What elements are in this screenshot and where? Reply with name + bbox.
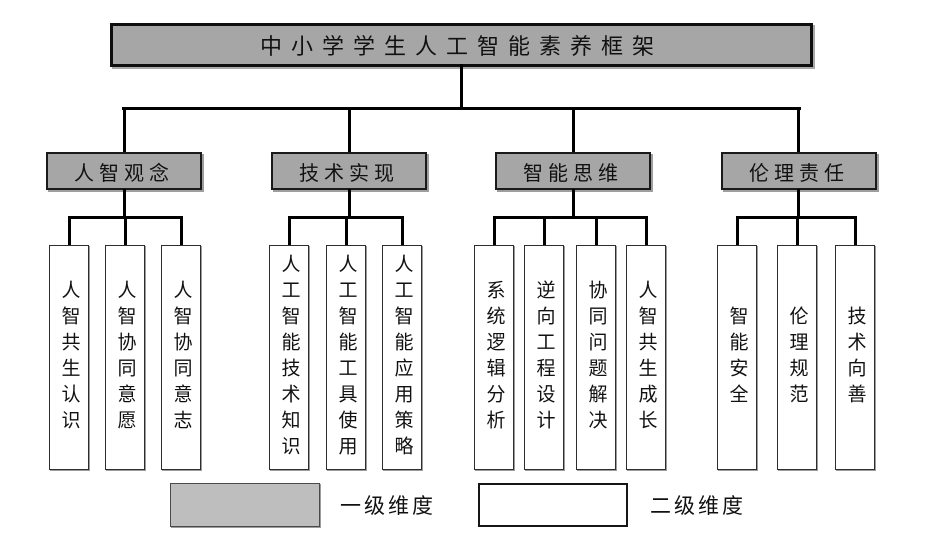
- level1-node-3: 智能思维: [495, 152, 651, 190]
- legend-label-level2: 二级维度: [650, 495, 746, 518]
- connector-group3-child3: [595, 216, 598, 246]
- legend-swatch-level1: [170, 483, 320, 527]
- connector-group1-child2: [124, 216, 127, 246]
- level2-node-3-3: 协同问题解决: [576, 245, 616, 470]
- level2-node-1-2: 人智协同意愿: [105, 245, 145, 470]
- connector-drop-group2: [348, 107, 351, 153]
- root-node-title: 中小学学生人工智能素养框架: [110, 23, 813, 67]
- connector-group3-child2: [543, 216, 546, 246]
- level2-node-2-3: 人工智能应用策略: [382, 245, 422, 470]
- connector-group4-child1: [736, 216, 739, 246]
- level2-node-1-3: 人智协同意志: [161, 245, 201, 470]
- legend-label-level1: 一级维度: [340, 495, 436, 518]
- legend-swatch-level2: [478, 483, 628, 527]
- level2-node-4-1: 智能安全: [717, 245, 757, 470]
- connector-group4-child3: [854, 216, 857, 246]
- connector-drop-group1: [123, 107, 126, 153]
- connector-group1-child1: [68, 216, 71, 246]
- connector-group3-stem: [572, 189, 575, 218]
- level1-node-1: 人智观念: [46, 152, 202, 190]
- connector-group2-child1: [288, 216, 291, 246]
- connector-root-stem: [460, 64, 463, 109]
- level2-node-3-4: 人智共生成长: [626, 245, 666, 470]
- level2-node-2-1: 人工智能技术知识: [269, 245, 309, 470]
- level2-node-3-2: 逆向工程设计: [524, 245, 564, 470]
- connector-drop-group4: [797, 107, 800, 153]
- level2-node-4-2: 伦理规范: [777, 245, 817, 470]
- level2-node-2-2: 人工智能工具使用: [326, 245, 366, 470]
- level2-node-3-1: 系统逻辑分析: [474, 245, 514, 470]
- level2-node-1-1: 人智共生认识: [49, 245, 89, 470]
- connector-group1-child3: [180, 216, 183, 246]
- connector-group4-stem: [797, 189, 800, 218]
- level2-node-4-3: 技术向善: [835, 245, 875, 470]
- connector-drop-group3: [572, 107, 575, 153]
- connector-group2-stem: [348, 189, 351, 218]
- connector-group4-child2: [796, 216, 799, 246]
- connector-main-horizontal: [122, 107, 801, 110]
- connector-group3-child1: [493, 216, 496, 246]
- level1-node-4: 伦理责任: [721, 152, 877, 190]
- connector-group3-horizontal: [493, 216, 648, 219]
- connector-group1-stem: [123, 189, 126, 218]
- connector-group3-child4: [645, 216, 648, 246]
- connector-group2-child2: [345, 216, 348, 246]
- level1-node-2: 技术实现: [271, 152, 427, 190]
- connector-group2-child3: [401, 216, 404, 246]
